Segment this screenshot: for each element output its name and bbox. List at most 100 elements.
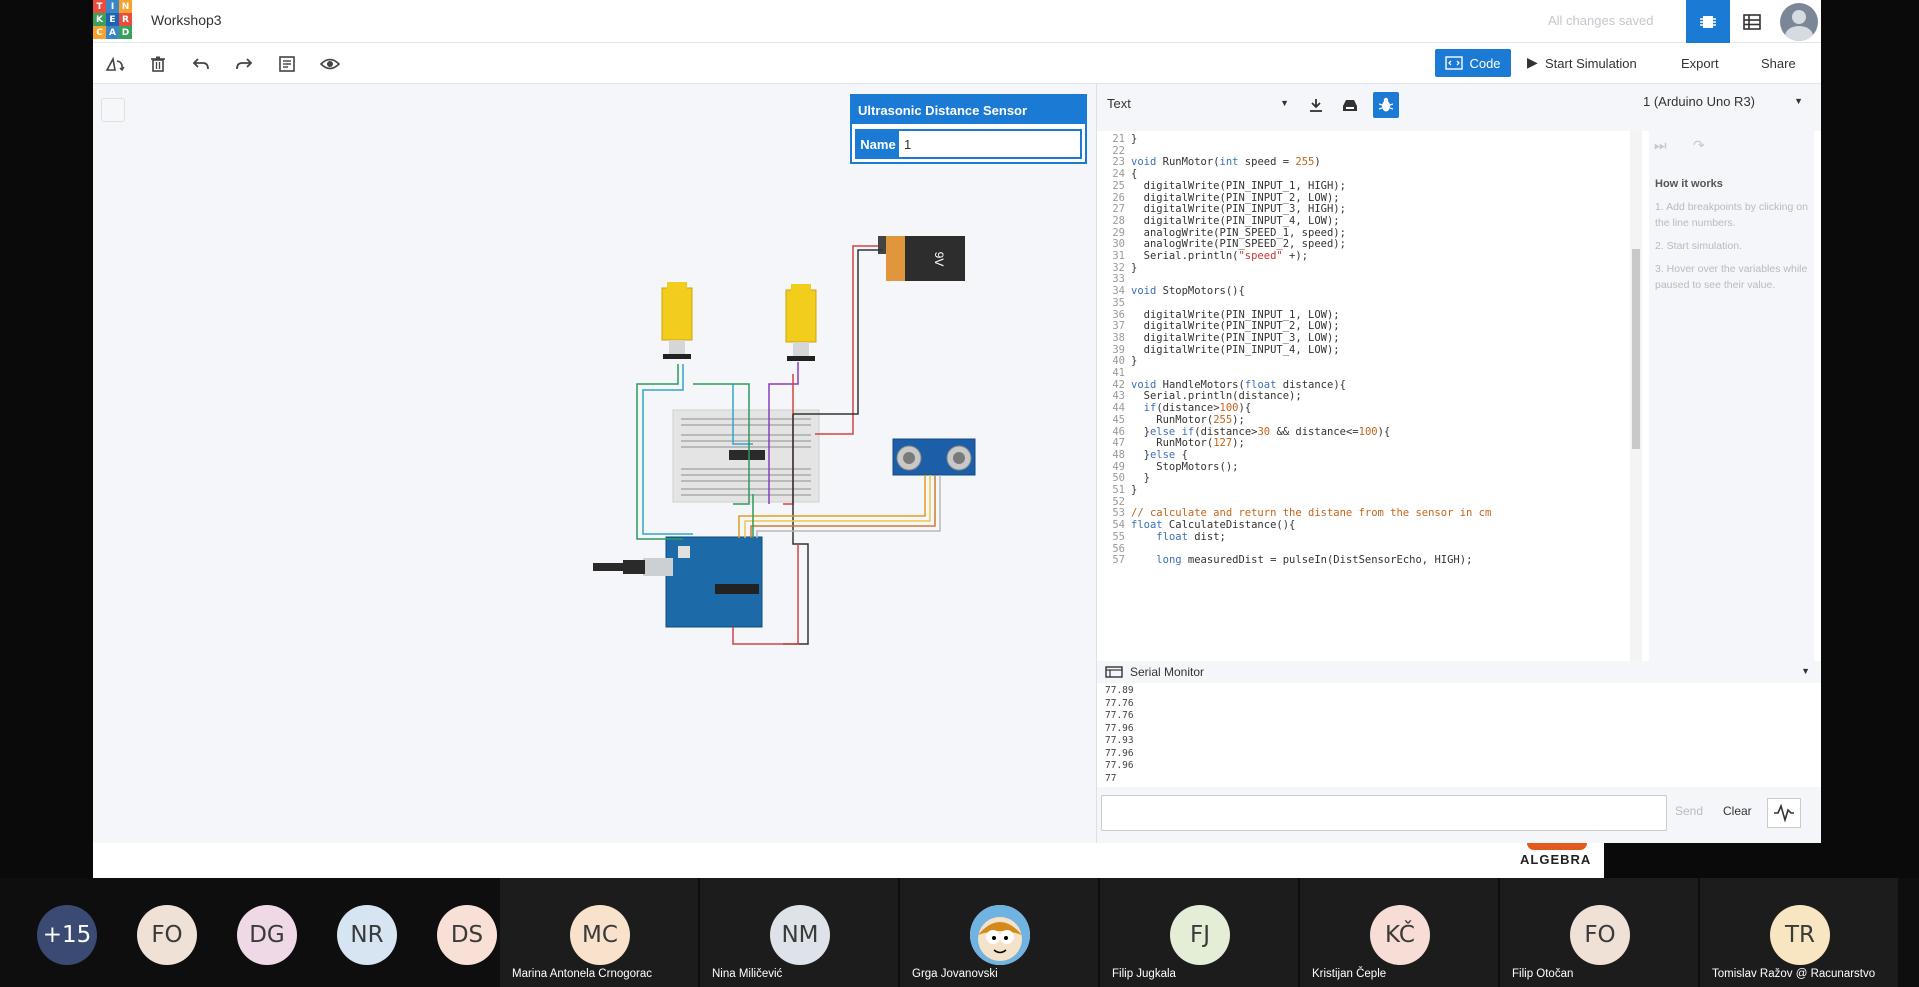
code-line[interactable]: digitalWrite(PIN_INPUT_1, LOW); — [1131, 308, 1340, 321]
code-line[interactable]: }else if(distance>30 && distance<=100){ — [1131, 425, 1391, 438]
name-input[interactable] — [899, 131, 1080, 157]
code-line[interactable]: // calculate and return the distane from… — [1131, 507, 1492, 520]
code-line[interactable]: Serial.println("speed" +); — [1131, 250, 1309, 262]
dc-motor-right[interactable] — [785, 284, 817, 361]
line-number[interactable]: 49 — [1112, 460, 1125, 473]
code-line[interactable]: StopMotors(); — [1131, 460, 1239, 473]
line-number[interactable]: 27 — [1112, 203, 1125, 216]
step-icon[interactable]: ⏭ — [1654, 137, 1667, 153]
circuit-view-button[interactable] — [1686, 0, 1730, 43]
rotate-button[interactable] — [104, 53, 126, 75]
delete-button[interactable] — [147, 53, 169, 75]
participant-tile[interactable]: DS — [400, 878, 500, 987]
code-line[interactable]: digitalWrite(PIN_INPUT_1, HIGH); — [1131, 179, 1346, 192]
send-button[interactable]: Send — [1675, 804, 1704, 818]
ultrasonic-sensor[interactable] — [892, 438, 976, 476]
line-number[interactable]: 41 — [1112, 367, 1125, 379]
line-number[interactable]: 29 — [1112, 226, 1125, 239]
code-line[interactable]: RunMotor(127); — [1131, 437, 1245, 450]
code-line[interactable]: digitalWrite(PIN_INPUT_2, LOW); — [1131, 191, 1340, 204]
code-line[interactable]: float CalculateDistance(){ — [1131, 519, 1296, 532]
code-line[interactable]: digitalWrite(PIN_INPUT_2, LOW); — [1131, 320, 1340, 333]
line-number[interactable]: 26 — [1112, 191, 1125, 204]
line-number[interactable]: 25 — [1112, 179, 1125, 192]
code-line[interactable]: } — [1131, 484, 1138, 496]
battery-9v[interactable]: 9V — [878, 236, 965, 281]
code-line[interactable]: analogWrite(PIN_SPEED_1, speed); — [1131, 226, 1346, 239]
line-number[interactable]: 24 — [1112, 168, 1125, 181]
visibility-button[interactable] — [319, 53, 341, 75]
code-line[interactable]: void RunMotor(int speed = 255) — [1131, 156, 1321, 169]
line-number[interactable]: 34 — [1112, 285, 1125, 298]
libraries-button[interactable] — [1337, 92, 1363, 118]
code-line[interactable]: } — [1131, 355, 1138, 368]
line-number[interactable]: 21 — [1112, 133, 1125, 145]
line-number[interactable]: 32 — [1112, 261, 1125, 274]
breadboard[interactable] — [672, 409, 820, 503]
code-line[interactable]: } — [1131, 133, 1138, 145]
serial-input[interactable] — [1101, 795, 1667, 831]
graph-button[interactable] — [1767, 798, 1801, 828]
line-number[interactable]: 30 — [1112, 238, 1125, 251]
line-number[interactable]: 31 — [1112, 250, 1125, 262]
export-button[interactable]: Export — [1681, 56, 1719, 71]
line-number[interactable]: 23 — [1112, 156, 1125, 169]
line-number[interactable]: 45 — [1112, 413, 1125, 426]
line-number[interactable]: 46 — [1112, 425, 1125, 438]
dc-motor-left[interactable] — [661, 282, 693, 359]
code-line[interactable]: analogWrite(PIN_SPEED_2, speed); — [1131, 238, 1346, 251]
code-line[interactable]: digitalWrite(PIN_INPUT_4, LOW); — [1131, 343, 1340, 356]
chevron-down-icon[interactable]: ▼ — [1801, 666, 1810, 676]
code-line[interactable]: long measuredDist = pulseIn(DistSensorEc… — [1156, 554, 1473, 567]
participant-tile[interactable]: +15 — [0, 878, 100, 987]
line-number[interactable]: 40 — [1112, 355, 1125, 368]
code-line[interactable]: } — [1131, 261, 1138, 274]
line-number[interactable]: 54 — [1112, 519, 1125, 532]
serial-monitor-header[interactable]: Serial Monitor ▼ — [1097, 661, 1821, 683]
line-number[interactable]: 57 — [1112, 554, 1125, 567]
line-number[interactable]: 42 — [1112, 378, 1125, 391]
line-number[interactable]: 56 — [1112, 542, 1125, 555]
editor-scrollbar[interactable] — [1630, 131, 1642, 661]
participant-tile[interactable]: NR — [300, 878, 400, 987]
user-avatar[interactable] — [1777, 0, 1821, 43]
arduino-uno[interactable] — [593, 536, 763, 628]
code-line[interactable]: digitalWrite(PIN_INPUT_3, HIGH); — [1131, 203, 1346, 216]
start-simulation-button[interactable]: Start Simulation — [1545, 56, 1637, 71]
line-number[interactable]: 37 — [1112, 320, 1125, 333]
line-number[interactable]: 43 — [1112, 390, 1125, 403]
line-number[interactable]: 47 — [1112, 437, 1125, 450]
line-number[interactable]: 44 — [1112, 402, 1125, 415]
line-number[interactable]: 36 — [1112, 308, 1125, 321]
debugger-button[interactable] — [1373, 92, 1399, 118]
schematic-view-button[interactable] — [1730, 0, 1774, 43]
participant-tile[interactable]: FO — [100, 878, 200, 987]
circuit-canvas[interactable]: 9V — [93, 84, 1096, 843]
code-line[interactable]: digitalWrite(PIN_INPUT_4, LOW); — [1131, 214, 1340, 227]
scrollbar-thumb[interactable] — [1632, 249, 1640, 449]
line-number[interactable]: 38 — [1112, 331, 1125, 344]
download-button[interactable] — [1303, 92, 1329, 118]
line-number[interactable]: 22 — [1112, 144, 1125, 157]
line-number[interactable]: 55 — [1112, 530, 1125, 543]
participant-tile[interactable]: DG — [200, 878, 300, 987]
code-line[interactable]: } — [1131, 472, 1150, 485]
board-select[interactable]: 1 (Arduino Uno R3) ▼ — [1643, 94, 1803, 109]
line-number[interactable]: 50 — [1112, 472, 1125, 485]
clear-button[interactable]: Clear — [1723, 804, 1752, 818]
code-line[interactable]: { — [1131, 168, 1138, 181]
line-number[interactable]: 52 — [1112, 495, 1125, 508]
code-line[interactable]: digitalWrite(PIN_INPUT_3, LOW); — [1131, 331, 1340, 344]
fit-view-icon[interactable] — [101, 98, 125, 122]
code-line[interactable]: if(distance>100){ — [1143, 402, 1252, 415]
line-number[interactable]: 48 — [1112, 448, 1125, 461]
